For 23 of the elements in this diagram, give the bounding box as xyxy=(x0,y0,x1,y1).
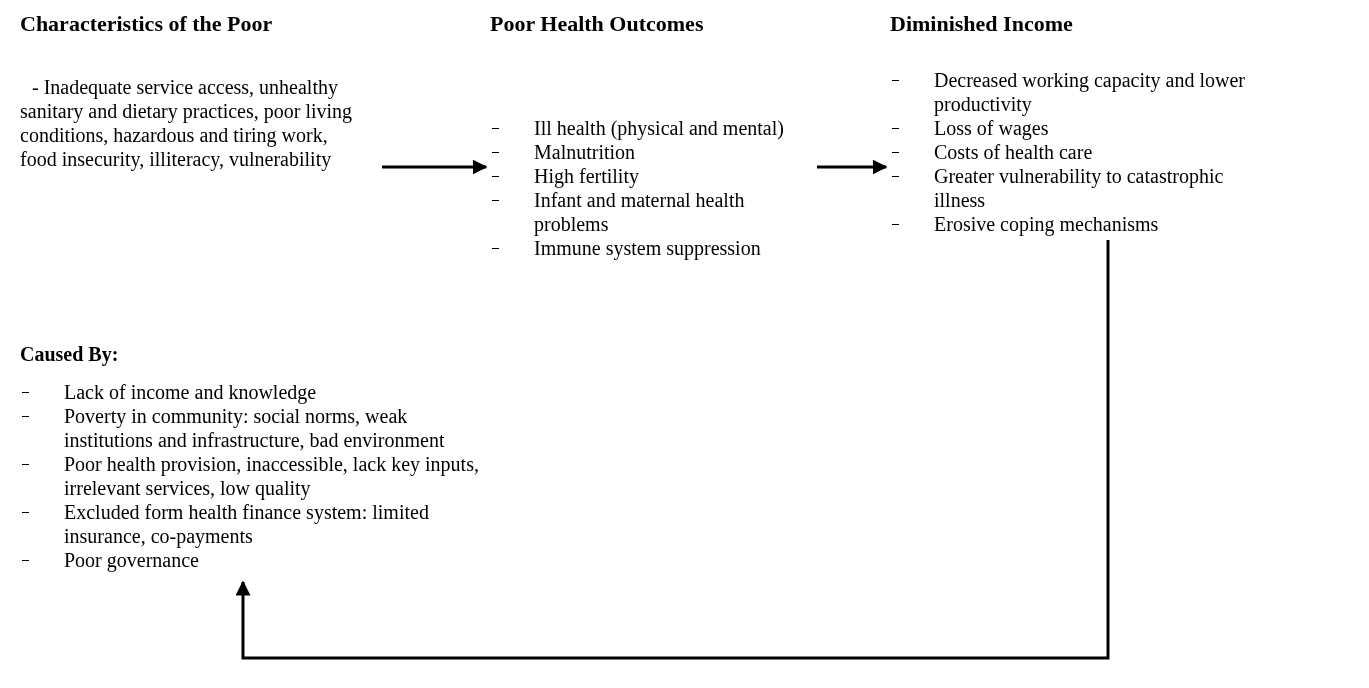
list-item: Infant and maternal health problems xyxy=(534,189,745,235)
description-text: - Inadequate service access, unhealthy sanitary and dietary practices, poor living conditions, hazardous and tiring work, food insecurity, illiteracy, vulnerability xyxy=(20,75,354,171)
column-heading: Characteristics of the Poor xyxy=(20,10,274,38)
list-item: High fertility xyxy=(534,165,639,187)
list-item: Erosive coping mechanisms xyxy=(934,213,1159,235)
list-item: Lack of income and knowledge xyxy=(64,381,317,403)
list-item: Malnutrition xyxy=(534,141,636,163)
arrow xyxy=(235,240,1110,660)
list-item: Poverty in community: social norms, weak institutions and infrastructure, bad environment xyxy=(64,405,445,451)
list-item: Greater vulnerability to catastrophic illness xyxy=(934,165,1224,211)
list-item: Loss of wages xyxy=(934,117,1049,139)
arrow xyxy=(382,159,488,175)
list-item: Ill health (physical and mental) xyxy=(534,117,784,139)
column-heading: Poor Health Outcomes xyxy=(490,10,705,38)
column-heading: Diminished Income xyxy=(890,10,1074,38)
list-item: Excluded form health finance system: limited insurance, co-payments xyxy=(64,501,429,547)
list-item: Decreased working capacity and lower productivity xyxy=(934,69,1245,115)
list-item: Poor governance xyxy=(64,549,199,571)
list-item: Poor health provision, inaccessible, lack key inputs, irrelevant services, low quality xyxy=(64,453,479,499)
list-item: Costs of health care xyxy=(934,141,1093,163)
arrow xyxy=(817,159,888,175)
section-heading: Caused By: xyxy=(20,342,120,368)
list-item: Immune system suppression xyxy=(534,237,761,259)
